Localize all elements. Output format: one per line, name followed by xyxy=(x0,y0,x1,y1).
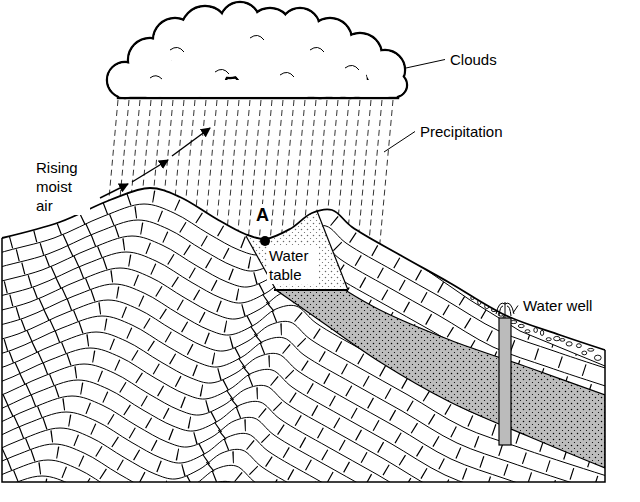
air-arrow xyxy=(100,184,128,198)
cloud-detail xyxy=(150,76,162,79)
land-surface xyxy=(2,188,605,350)
bedding-line xyxy=(0,476,640,502)
cloud-detail xyxy=(170,47,184,52)
water-spray xyxy=(499,306,503,316)
pebble xyxy=(525,330,530,333)
bedding-line xyxy=(0,460,640,502)
leader-lines xyxy=(384,60,518,314)
text-label: Clouds xyxy=(448,50,499,69)
pebble xyxy=(560,339,565,342)
cloud-base-fill xyxy=(119,80,397,97)
cloud-detail xyxy=(310,47,324,52)
aquifer-band xyxy=(276,290,605,468)
leader-line xyxy=(513,306,518,314)
pebble xyxy=(576,344,581,348)
rock-joints xyxy=(0,468,640,502)
cloud-detail xyxy=(215,69,229,74)
leader-line xyxy=(406,60,445,69)
text-label: Rising moist air xyxy=(34,158,90,215)
cloud-detail xyxy=(250,35,264,40)
text-label: Water table xyxy=(267,246,319,284)
rock-joints xyxy=(0,276,640,502)
pebble xyxy=(594,355,601,360)
rock-joints xyxy=(0,452,640,502)
text-label: Precipitation xyxy=(418,122,505,141)
water-table-line xyxy=(274,289,347,291)
pebble xyxy=(554,336,560,340)
pebble xyxy=(518,324,524,327)
bedding-line xyxy=(0,252,640,502)
gravel-deposit xyxy=(425,230,605,366)
rock-layers xyxy=(0,196,640,502)
pebble xyxy=(534,328,538,333)
valley-fill xyxy=(244,200,348,290)
valley-stipple xyxy=(244,200,348,290)
well-pipe xyxy=(499,318,511,445)
rock-joints xyxy=(0,500,640,502)
bedding-line xyxy=(0,444,640,502)
cloud-detail xyxy=(345,65,359,70)
location-dot xyxy=(260,236,270,246)
pebble xyxy=(546,338,551,341)
water-spray xyxy=(505,302,506,318)
aquifer-stipple xyxy=(276,290,605,468)
air-arrow xyxy=(172,128,210,156)
text-label: Water well xyxy=(521,296,594,315)
cloud xyxy=(107,2,407,98)
pebble xyxy=(588,348,594,351)
bedding-line xyxy=(0,492,640,502)
water-spray xyxy=(507,306,511,316)
text-label: A xyxy=(254,204,271,226)
rock-joints xyxy=(0,260,640,502)
rock-joints xyxy=(0,436,640,502)
air-arrow xyxy=(132,160,168,182)
pebble xyxy=(566,342,572,346)
block-frame xyxy=(2,238,605,482)
cloud-detail xyxy=(280,72,294,77)
leader-line xyxy=(384,132,415,153)
valley-boundary xyxy=(317,211,348,290)
pebble xyxy=(582,351,587,355)
air-flow-arrows xyxy=(100,128,210,198)
rock-joints xyxy=(0,484,640,502)
pebble xyxy=(540,330,543,335)
well-fountain xyxy=(496,302,514,318)
